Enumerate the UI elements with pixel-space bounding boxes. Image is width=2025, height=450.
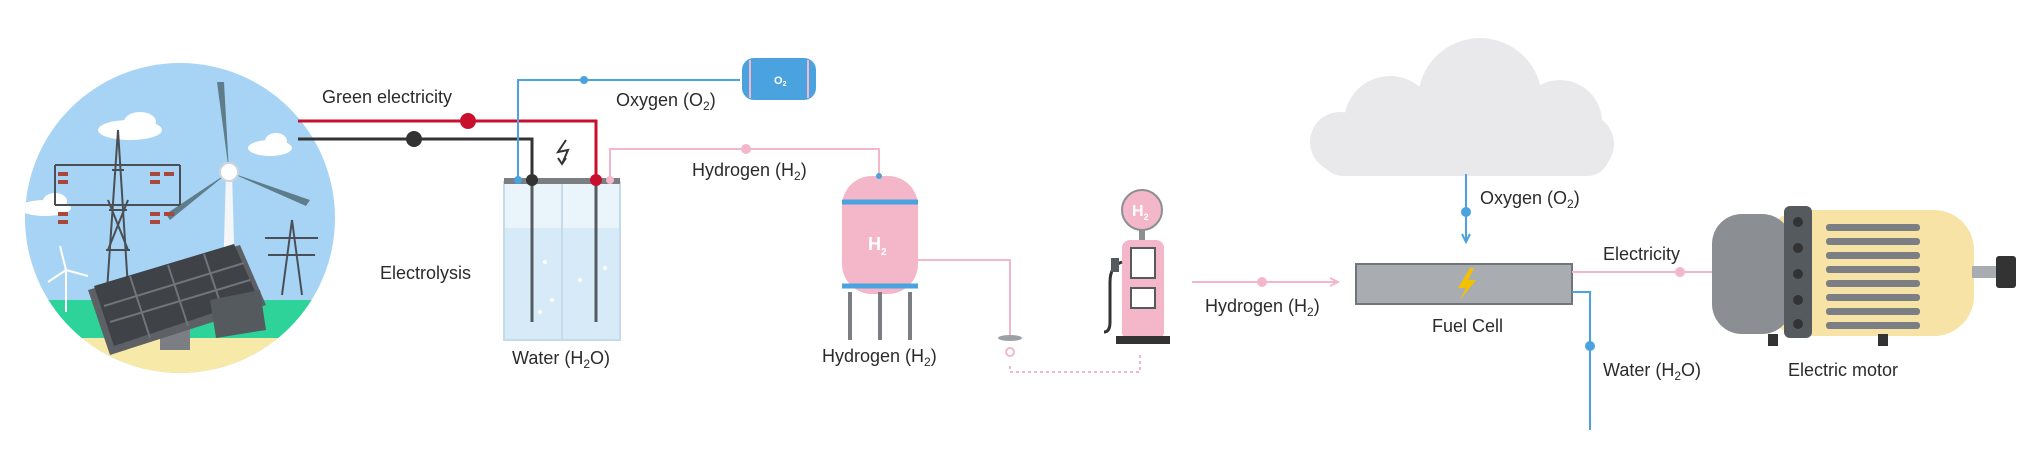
- electric-motor-icon: [1712, 206, 2016, 346]
- label-hydrogen-pipe: Hydrogen (H2): [692, 160, 807, 183]
- solar-panel-icon: [88, 244, 266, 355]
- small-wind-turbine-icon: [47, 245, 89, 312]
- fuel-cell: [1355, 263, 1573, 305]
- label-oxygen-top: Oxygen (O2): [616, 90, 716, 113]
- h2-pump-label: H2: [1132, 203, 1149, 222]
- hydrogen-storage-tank: H2: [842, 173, 918, 340]
- electrolyser-tank: [503, 174, 621, 341]
- water-out-line: [1572, 291, 1591, 430]
- label-green-electricity: Green electricity: [322, 87, 452, 107]
- small-tower-icon: [265, 219, 318, 296]
- lightning-bolt-icon: [555, 139, 570, 166]
- dark-wire-node: [406, 131, 422, 147]
- label-fuel-cell: Fuel Cell: [1432, 316, 1503, 336]
- insulator-icons: [58, 172, 174, 224]
- renewable-energy-scene: [25, 63, 335, 373]
- oxygen-tank-label: O2: [774, 75, 787, 88]
- hydrogen-fuel-pump-icon: H2: [1103, 189, 1170, 344]
- transmission-tower-icon: [54, 129, 181, 321]
- fuel-cell-bolt-icon: [1458, 268, 1476, 300]
- label-oxygen-cloud: Oxygen (O2): [1480, 188, 1580, 211]
- red-wire: [298, 119, 598, 180]
- label-water-tank: Water (H2O): [512, 348, 610, 371]
- valve-icon: [998, 335, 1022, 357]
- green-electricity-wires: [298, 113, 598, 180]
- label-hydrogen-storage: Hydrogen (H2): [822, 346, 937, 369]
- label-hydrogen-to-cell: Hydrogen (H2): [1205, 296, 1320, 319]
- oxygen-tank: O2: [742, 58, 816, 100]
- label-electric-motor: Electric motor: [1788, 360, 1898, 380]
- label-water-out: Water (H2O): [1603, 360, 1701, 383]
- red-wire-node: [460, 113, 476, 129]
- h2-tank-label: H2: [868, 234, 887, 258]
- dark-wire: [298, 137, 534, 180]
- label-electricity: Electricity: [1603, 244, 1680, 264]
- oxygen-line: [517, 79, 740, 180]
- label-electrolysis: Electrolysis: [380, 263, 471, 283]
- distribution-pipe: [918, 259, 1141, 373]
- atmosphere-cloud-icon: [1310, 38, 1614, 176]
